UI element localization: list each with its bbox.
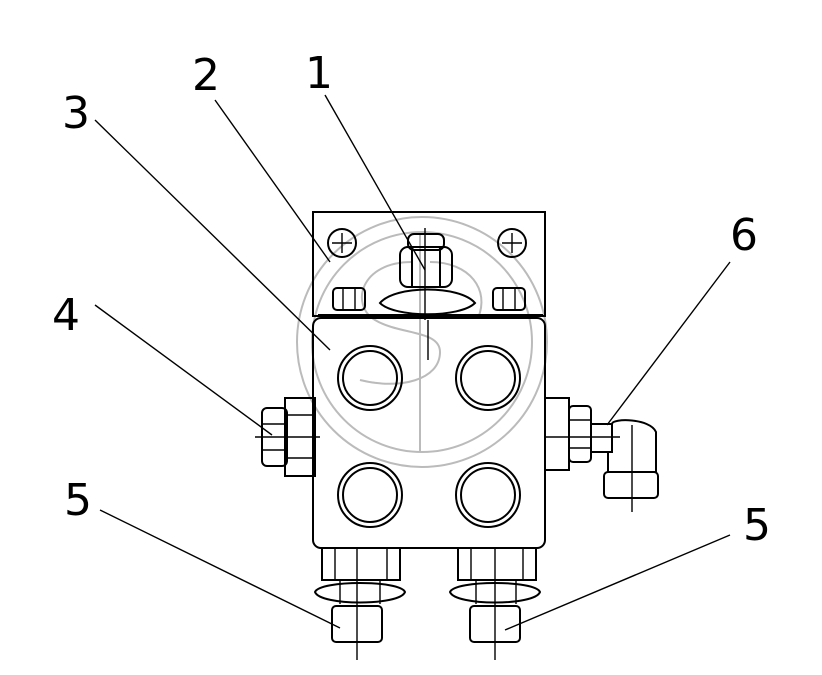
bottom-fitting-left xyxy=(313,547,407,660)
bottom-fitting-right xyxy=(448,547,542,660)
bracket-bolts xyxy=(318,287,543,316)
valve-block-body xyxy=(312,317,546,549)
mounting-bracket xyxy=(312,211,546,317)
callout-1: 1 xyxy=(305,48,333,99)
leader-lines xyxy=(94,94,731,631)
callout-2: 2 xyxy=(192,50,220,101)
top-fitting xyxy=(378,228,477,320)
callout-5-left: 5 xyxy=(64,475,92,526)
left-plug xyxy=(255,397,320,477)
right-elbow-fitting xyxy=(544,397,659,512)
callout-4: 4 xyxy=(52,290,80,341)
callout-6: 6 xyxy=(730,210,758,261)
callout-3: 3 xyxy=(62,88,90,139)
callout-5-right: 5 xyxy=(743,500,771,551)
watermark-logo xyxy=(296,216,548,468)
